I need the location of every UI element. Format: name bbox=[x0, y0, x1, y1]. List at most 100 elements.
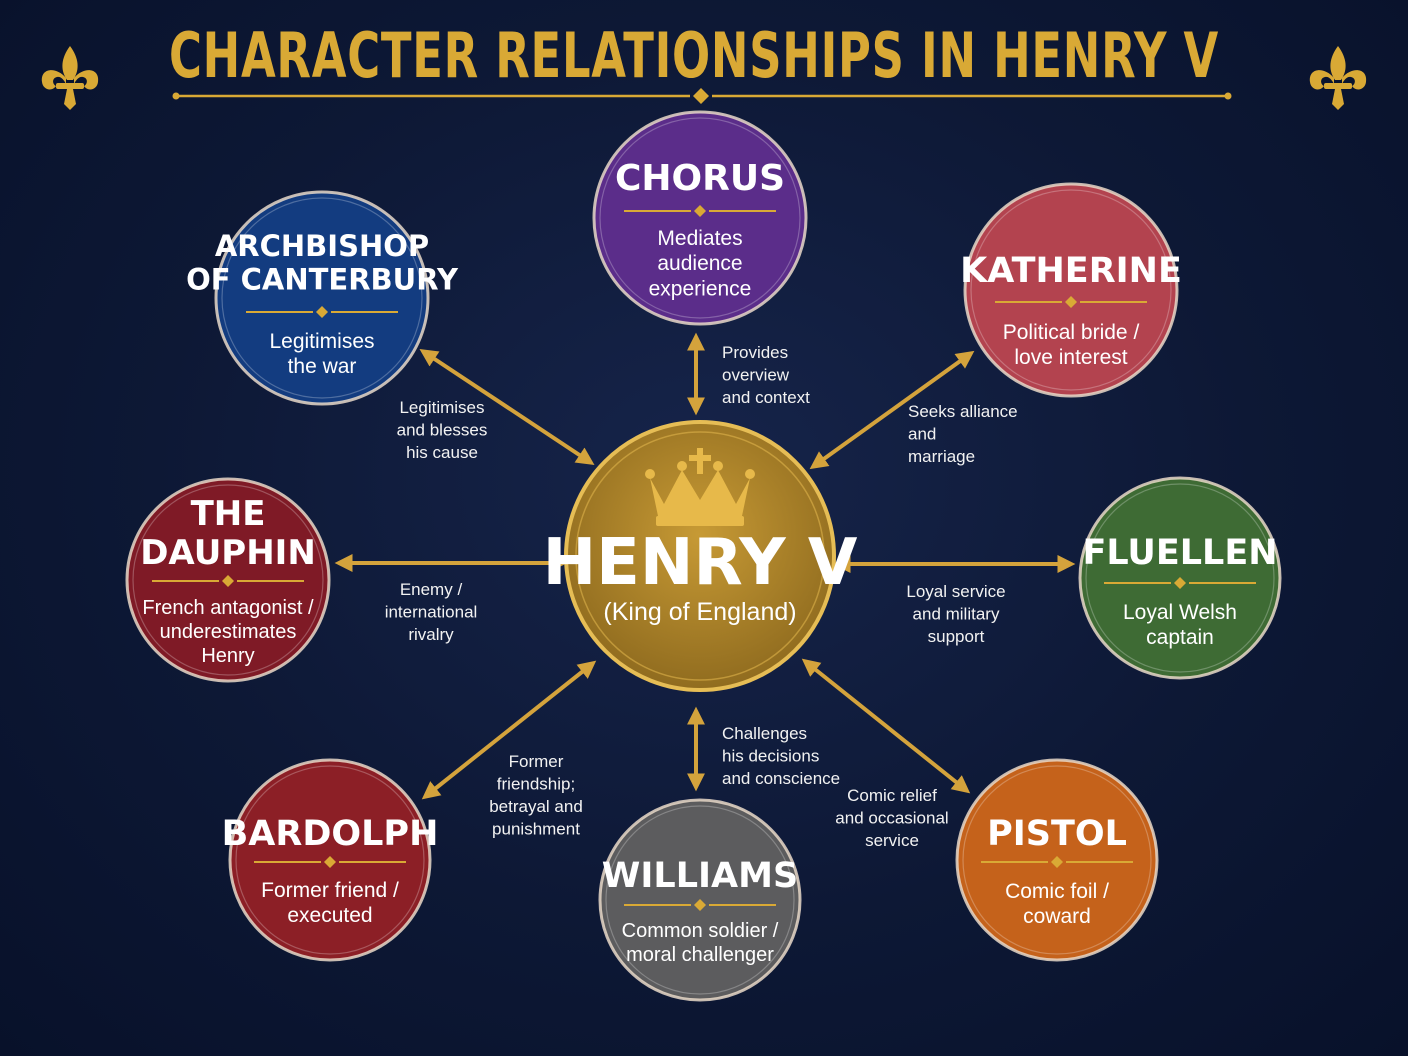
pistol-inner-ring bbox=[962, 765, 1152, 955]
katherine-circle bbox=[963, 182, 1179, 398]
relationship-label-dauphin: Enemy / international rivalry bbox=[385, 580, 478, 644]
relationship-label-line: rivalry bbox=[408, 625, 454, 644]
arrow-henry-archbishop bbox=[419, 349, 595, 465]
relationship-label-line: betrayal and bbox=[489, 797, 583, 816]
relationship-label-line: overview bbox=[722, 366, 790, 385]
fluellen-name: FLUELLEN bbox=[1082, 533, 1277, 573]
fluellen-inner-ring bbox=[1085, 483, 1275, 673]
chorus-description-line: Mediates bbox=[657, 227, 742, 250]
williams-name-line: WILLIAMS bbox=[602, 856, 798, 896]
crown-icon bbox=[645, 448, 755, 526]
katherine-node[interactable]: KATHERINE Political bride /love interest bbox=[960, 182, 1182, 398]
fluellen-name-line: FLUELLEN bbox=[1082, 533, 1277, 573]
bardolph-divider-diamond bbox=[324, 856, 336, 868]
bardolph-name: BARDOLPH bbox=[222, 814, 439, 854]
henry-v-subtitle: (King of England) bbox=[603, 598, 796, 626]
chorus-description-line: audience bbox=[657, 252, 742, 275]
relationship-label-line: Enemy / bbox=[400, 580, 463, 599]
dauphin-inner-ring bbox=[132, 484, 324, 676]
relationship-label-line: international bbox=[385, 603, 478, 622]
relationship-label-line: Provides bbox=[722, 343, 788, 362]
katherine-description: Political bride /love interest bbox=[1003, 321, 1140, 369]
katherine-name: KATHERINE bbox=[960, 251, 1182, 291]
relationship-label-line: service bbox=[865, 831, 919, 850]
fluellen-description-line: captain bbox=[1146, 626, 1214, 649]
katherine-description-line: love interest bbox=[1014, 346, 1127, 369]
bardolph-inner-ring bbox=[235, 765, 425, 955]
henry-v-circle bbox=[564, 420, 836, 692]
arrow-henry-bardolph bbox=[421, 660, 597, 800]
dauphin-name-line: THE bbox=[191, 494, 266, 534]
chorus-divider-diamond bbox=[694, 205, 706, 217]
archbishop-divider-diamond bbox=[316, 306, 328, 318]
dauphin-divider-diamond bbox=[222, 575, 234, 587]
dauphin-name-line: DAUPHIN bbox=[140, 533, 316, 573]
archbishop-inner-ring bbox=[221, 197, 423, 399]
relationship-label-line: Loyal service bbox=[906, 582, 1005, 601]
chorus-name: CHORUS bbox=[615, 158, 785, 199]
relationship-label-line: and occasional bbox=[835, 809, 948, 828]
henry-v-node[interactable]: HENRY V (King of England) bbox=[543, 420, 858, 692]
katherine-description-line: Political bride / bbox=[1003, 321, 1140, 344]
arrow-henry-katherine bbox=[809, 350, 975, 470]
title-divider-diamond bbox=[693, 88, 709, 104]
archbishop-description-line: Legitimises bbox=[269, 330, 374, 353]
fleur-de-lis-icon bbox=[1309, 46, 1367, 110]
katherine-divider-diamond bbox=[1065, 296, 1077, 308]
henry-v-name: HENRY V bbox=[543, 526, 858, 600]
archbishop-description-line: the war bbox=[288, 355, 357, 378]
bardolph-description-line: executed bbox=[287, 904, 372, 927]
fleur-de-lis-icon bbox=[41, 46, 99, 110]
pistol-node[interactable]: PISTOL Comic foil /coward bbox=[955, 758, 1159, 962]
williams-inner-ring bbox=[605, 805, 795, 995]
relationship-label-line: and conscience bbox=[722, 769, 840, 788]
chorus-description-line: experience bbox=[649, 277, 752, 300]
archbishop-circle bbox=[214, 190, 430, 406]
dauphin-description-line: Henry bbox=[201, 645, 254, 667]
relationship-label-line: and military bbox=[913, 605, 1000, 624]
relationship-label-line: his cause bbox=[406, 443, 478, 462]
archbishop-name-line: ARCHBISHOP bbox=[215, 229, 429, 263]
pistol-description: Comic foil /coward bbox=[1005, 880, 1109, 928]
relationship-label-line: Former bbox=[509, 752, 564, 771]
chorus-circle bbox=[592, 110, 808, 326]
relationship-label-line: his decisions bbox=[722, 747, 819, 766]
relationship-label-line: marriage bbox=[908, 447, 975, 466]
williams-divider-diamond bbox=[694, 899, 706, 911]
chorus-inner-ring bbox=[599, 117, 801, 319]
fluellen-divider-diamond bbox=[1174, 577, 1186, 589]
pistol-divider-diamond bbox=[1051, 856, 1063, 868]
relationship-label-line: and blesses bbox=[397, 421, 488, 440]
pistol-name: PISTOL bbox=[987, 814, 1127, 854]
relationship-label-chorus: Provides overview and context bbox=[722, 343, 810, 407]
relationship-label-line: Challenges bbox=[722, 724, 807, 743]
relationship-label-williams: Challenges his decisions and conscience bbox=[722, 724, 840, 788]
williams-description-line: moral challenger bbox=[626, 944, 774, 966]
fluellen-description-line: Loyal Welsh bbox=[1123, 601, 1237, 624]
relationship-label-line: and context bbox=[722, 388, 810, 407]
chorus-name-line: CHORUS bbox=[615, 158, 785, 199]
bardolph-name-line: BARDOLPH bbox=[222, 814, 439, 854]
relationship-label-line: friendship; bbox=[497, 775, 575, 794]
williams-name: WILLIAMS bbox=[602, 856, 798, 896]
relationship-arrows bbox=[334, 332, 1076, 800]
pistol-description-line: Comic foil / bbox=[1005, 880, 1109, 903]
dauphin-description-line: French antagonist / bbox=[142, 597, 314, 619]
